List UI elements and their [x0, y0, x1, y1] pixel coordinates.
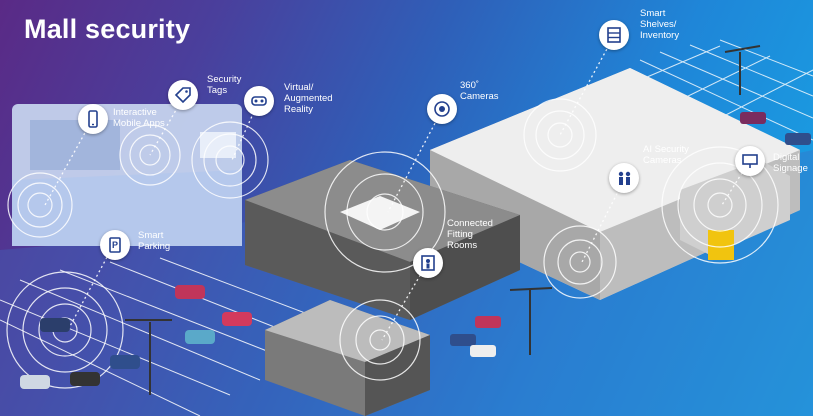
mobile-phone-icon — [78, 104, 108, 134]
digital-signage-icon — [735, 146, 765, 176]
label-360-cameras: 360˚ Cameras — [460, 80, 499, 102]
label-smart-parking: Smart Parking — [138, 230, 171, 252]
label-digital-signage: Digital Signage — [773, 152, 808, 174]
ai-security-camera-icon — [609, 163, 639, 193]
mall-building-center — [245, 160, 520, 320]
street-lights — [125, 45, 761, 395]
page-title: Mall security — [24, 14, 191, 44]
label-ai-security-cameras: AI Security Cameras — [643, 144, 689, 166]
vr-headset-icon — [244, 86, 274, 116]
signal-rings — [6, 98, 779, 389]
parking-lot-right — [639, 39, 813, 141]
security-tag-icon — [168, 80, 198, 110]
parked-cars — [20, 112, 811, 389]
camera-360-icon — [427, 94, 457, 124]
label-interactive-mobile-apps: Interactive Mobile Apps — [113, 107, 165, 129]
label-virtual-augmented-reality: Virtual/ Augmented Reality — [284, 82, 333, 115]
svg-text:P: P — [112, 240, 118, 250]
label-security-tags: Security Tags — [207, 74, 242, 96]
smart-shelves-icon — [599, 20, 629, 50]
fitting-room-icon — [413, 248, 443, 278]
parking-sign-icon: P — [100, 230, 130, 260]
label-connected-fitting-rooms: Connected Fitting Rooms — [447, 218, 493, 251]
label-smart-shelves-inventory: Smart Shelves/ Inventory — [640, 8, 680, 41]
